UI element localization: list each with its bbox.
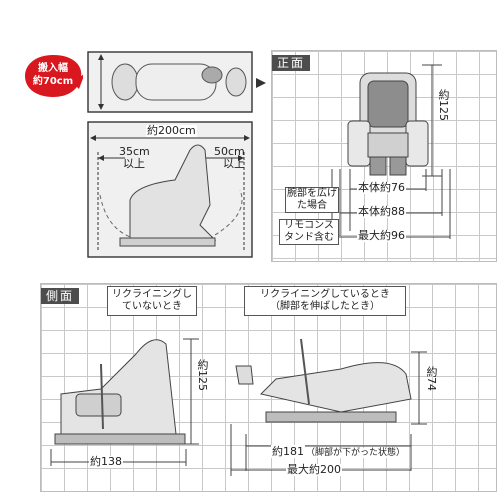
- side-view-panel: 側面 リクライニングしていないとき リクライニングしているとき （脚部を伸ばした…: [40, 283, 497, 492]
- top-view-panel: 搬入幅 約70cm 約200cm 35cm 以上 50cm 以上: [0, 0, 270, 265]
- reclined-caption-line1: リクライニングしているとき: [260, 289, 390, 300]
- badge-shape: [25, 55, 83, 97]
- arms-open-text: 腕部を広げた場合: [287, 188, 337, 211]
- reclined-depth-label: 約181: [271, 445, 305, 458]
- front-view-tag: 正面: [272, 55, 311, 71]
- reclined-height-label: 約74: [425, 366, 438, 391]
- upright-caption: リクライニングしていないとき: [107, 286, 197, 316]
- front-height-label: 約125: [437, 89, 450, 121]
- side-view-tag: 側面: [41, 288, 80, 304]
- front-width-max: 最大約96: [357, 229, 406, 242]
- front-width-body: 本体約76: [357, 181, 406, 194]
- badge-line1: 搬入幅: [38, 63, 68, 74]
- reclined-depth-note: （脚部が下がった状態）: [305, 448, 407, 458]
- front-view-panel: 正面 約125 本体約76 腕部を広げた場合 本体約88 リモコンスタンド含む …: [271, 50, 497, 262]
- reclined-depth-group: 約181（脚部が下がった状態）: [271, 440, 407, 459]
- right-clearance-value: 50cm: [214, 145, 245, 158]
- front-chair-drawing: [331, 64, 451, 243]
- front-width-arms: 本体約88: [357, 205, 406, 218]
- overhead-drawing: [87, 51, 266, 258]
- front-arms-open-label: 腕部を広げた場合: [285, 187, 339, 213]
- upright-caption-text: リクライニングしていないとき: [112, 289, 192, 312]
- upright-height-label: 約125: [196, 359, 209, 391]
- upright-depth-label: 約138: [89, 455, 123, 468]
- left-clearance-unit: 以上: [123, 157, 145, 170]
- reclined-max-label: 最大約200: [286, 463, 342, 476]
- reclined-caption: リクライニングしているとき （脚部を伸ばしたとき）: [244, 286, 406, 316]
- reclined-caption-line2: （脚部を伸ばしたとき）: [270, 301, 380, 312]
- remote-stand-text: リモコンスタンド含む: [284, 220, 334, 243]
- carry-width-badge: 搬入幅 約70cm: [23, 53, 83, 99]
- right-clearance-unit: 以上: [223, 157, 245, 170]
- total-length-label: 約200cm: [146, 124, 197, 137]
- front-remote-stand-label: リモコンスタンド含む: [279, 219, 339, 245]
- side-chair-drawing: [50, 338, 427, 476]
- badge-line2: 約70cm: [32, 76, 74, 87]
- left-clearance-value: 35cm: [119, 145, 150, 158]
